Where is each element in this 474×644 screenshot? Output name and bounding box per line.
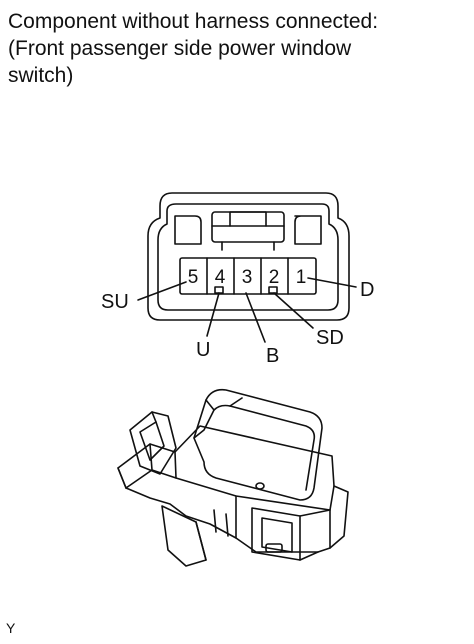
pin-2-lock-tab: [268, 286, 278, 294]
leader-b: [245, 292, 266, 343]
caption-line-1: Component without harness connected:: [8, 10, 379, 33]
leader-sd: [273, 292, 314, 329]
caption-line-3: switch): [8, 64, 74, 87]
power-window-switch-illustration: [117, 388, 349, 567]
leader-su: [137, 281, 187, 301]
terminal-block: [179, 257, 317, 295]
caption: Component without harness connected: (Fr…: [8, 8, 468, 89]
callout-u: U: [196, 339, 210, 361]
leader-u: [206, 292, 220, 337]
switch-left-clip: [129, 411, 177, 475]
callout-b: B: [266, 345, 279, 367]
switch-bottom-tab: [161, 505, 207, 567]
connector-inner-housing: [157, 203, 339, 311]
pin-5-number: 5: [188, 267, 199, 288]
pin-3-number: 3: [242, 267, 253, 288]
connector-left-guide: [174, 215, 202, 245]
switch-knob-pivot: [255, 482, 265, 490]
callout-d: D: [360, 279, 374, 301]
figure-id: Y: [6, 620, 16, 636]
switch-knob: [193, 388, 323, 501]
connector-outer-housing: [147, 192, 350, 321]
caption-line-2: (Front passenger side power window: [8, 37, 352, 60]
leader-d: [307, 277, 357, 288]
connector-latch: [211, 211, 285, 251]
connector-front-view: 5 4 3 2 1 SU U B SD D: [101, 192, 374, 367]
pin-4-number: 4: [215, 267, 226, 288]
switch-connector-slot: [265, 543, 283, 553]
callout-sd: SD: [316, 327, 344, 349]
pin-1-number: 1: [296, 267, 307, 288]
pin-2-number: 2: [269, 267, 280, 288]
connector-right-guide: [294, 215, 322, 245]
callout-su: SU: [101, 291, 129, 313]
